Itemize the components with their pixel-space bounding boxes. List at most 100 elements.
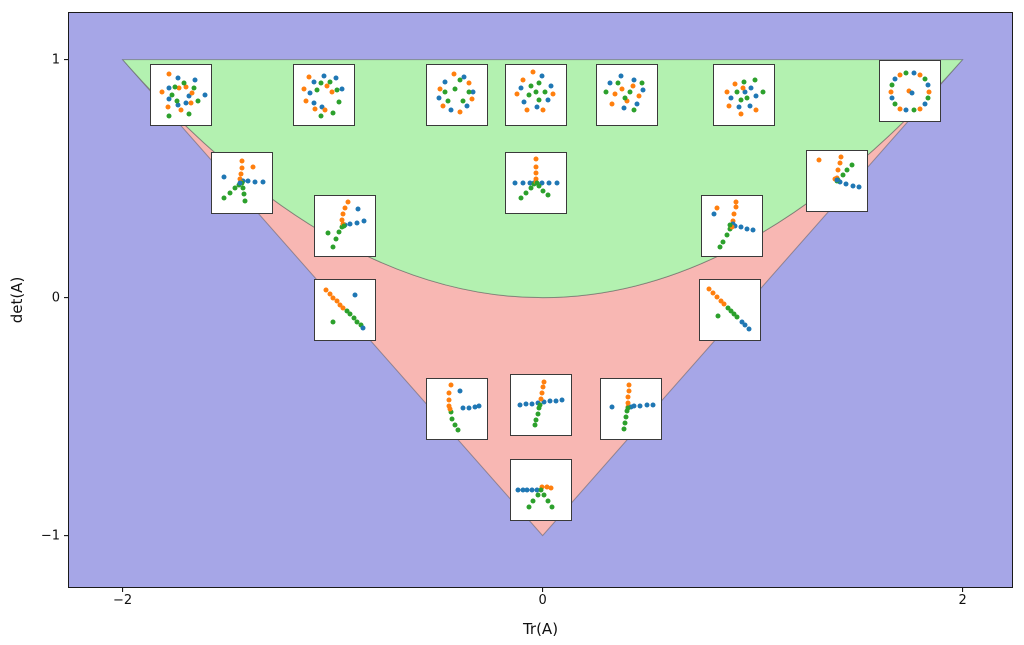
scatter-dot [175, 75, 181, 81]
scatter-dot [242, 198, 248, 204]
scatter-dot [724, 232, 730, 238]
scatter-dot [464, 103, 470, 109]
scatter-dot [548, 485, 554, 491]
scatter-dot [889, 82, 895, 88]
scatter-dot [539, 484, 545, 490]
scatter-dot [609, 101, 615, 107]
scatter-dot [518, 195, 524, 201]
scatter-dot [186, 111, 192, 117]
y-tick-label: 0 [51, 290, 60, 306]
scatter-dot [336, 99, 342, 105]
scatter-dot [628, 404, 634, 410]
scatter-dot [526, 92, 532, 98]
scatter-dot [186, 93, 192, 99]
scatter-dot [734, 314, 740, 320]
scatter-dot [301, 86, 307, 92]
scatter-dot [625, 400, 631, 406]
scatter-dot [731, 211, 737, 217]
scatter-dot [816, 157, 822, 163]
scatter-dot [520, 77, 526, 83]
scatter-dot [520, 487, 525, 493]
scatter-dot [159, 89, 165, 95]
scatter-dot [221, 195, 227, 201]
scatter-dot [252, 179, 258, 185]
scatter-dot [903, 70, 909, 76]
scatter-dot [540, 384, 546, 390]
scatter-dot [834, 177, 840, 183]
inset-phase-portrait [505, 152, 568, 215]
scatter-dot [533, 164, 539, 170]
scatter-dot [533, 176, 539, 182]
scatter-dot [327, 79, 333, 85]
scatter-dot [559, 397, 564, 403]
scatter-dot [442, 79, 447, 85]
scatter-dot [625, 405, 631, 411]
scatter-dot [342, 205, 348, 211]
scatter-dot [618, 73, 624, 79]
scatter-dot [634, 101, 640, 107]
scatter-dot [534, 180, 540, 186]
scatter-dot [448, 409, 453, 415]
scatter-dot [528, 185, 534, 191]
scatter-dot [195, 98, 201, 104]
scatter-dot [345, 199, 351, 205]
scatter-dot [311, 100, 317, 106]
scatter-dot [318, 80, 324, 86]
scatter-dot [352, 292, 358, 298]
scatter-dot [541, 379, 546, 385]
scatter-dot [535, 411, 540, 417]
scatter-dot [452, 86, 458, 92]
scatter-dot [626, 388, 632, 394]
scatter-dot [518, 85, 524, 91]
scatter-dot [330, 319, 336, 325]
scatter-dot [189, 90, 195, 96]
scatter-dot [440, 103, 446, 109]
scatter-dot [437, 86, 443, 92]
scatter-dot [733, 204, 739, 210]
scatter-dot [627, 89, 633, 95]
scatter-dot [738, 97, 744, 103]
scatter-dot [176, 85, 182, 91]
y-axis-label: det(A) [8, 276, 26, 324]
scatter-dot [548, 83, 554, 89]
scatter-dot [166, 85, 172, 91]
scatter-dot [917, 106, 923, 112]
scatter-dot [747, 103, 753, 109]
scatter-dot [619, 86, 625, 92]
scatter-dot [922, 101, 928, 107]
scatter-dot [917, 72, 923, 78]
scatter-dot [720, 239, 726, 245]
scatter-dot [533, 417, 539, 423]
scatter-dot [321, 73, 327, 79]
scatter-dot [897, 106, 903, 112]
scatter-dot [333, 236, 339, 242]
scatter-dot [850, 183, 856, 189]
scatter-dot [192, 77, 198, 83]
scatter-dot [925, 95, 931, 101]
scatter-dot [536, 97, 542, 103]
inset-phase-portrait [425, 64, 488, 127]
scatter-dot [361, 218, 367, 224]
scatter-dot [172, 84, 178, 90]
scatter-dot [733, 199, 739, 205]
scatter-dot [166, 96, 172, 102]
inset-phase-portrait [509, 373, 572, 436]
axes-frame [68, 12, 1013, 588]
scatter-dot [897, 72, 903, 78]
inset-phase-portrait [425, 378, 488, 441]
scatter-dot [360, 325, 366, 331]
scatter-dot [639, 80, 645, 86]
scatter-dot [732, 81, 738, 87]
scatter-dot [622, 95, 628, 101]
scatter-dot [314, 87, 320, 93]
scatter-dot [527, 180, 533, 186]
scatter-dot [538, 487, 543, 493]
scatter-dot [909, 90, 915, 96]
scatter-dot [726, 103, 732, 109]
scatter-dot [856, 184, 862, 190]
scatter-dot [232, 185, 238, 191]
scatter-dot [339, 217, 345, 223]
scatter-dot [260, 179, 266, 185]
scatter-dot [517, 402, 522, 408]
scatter-dot [327, 291, 333, 297]
